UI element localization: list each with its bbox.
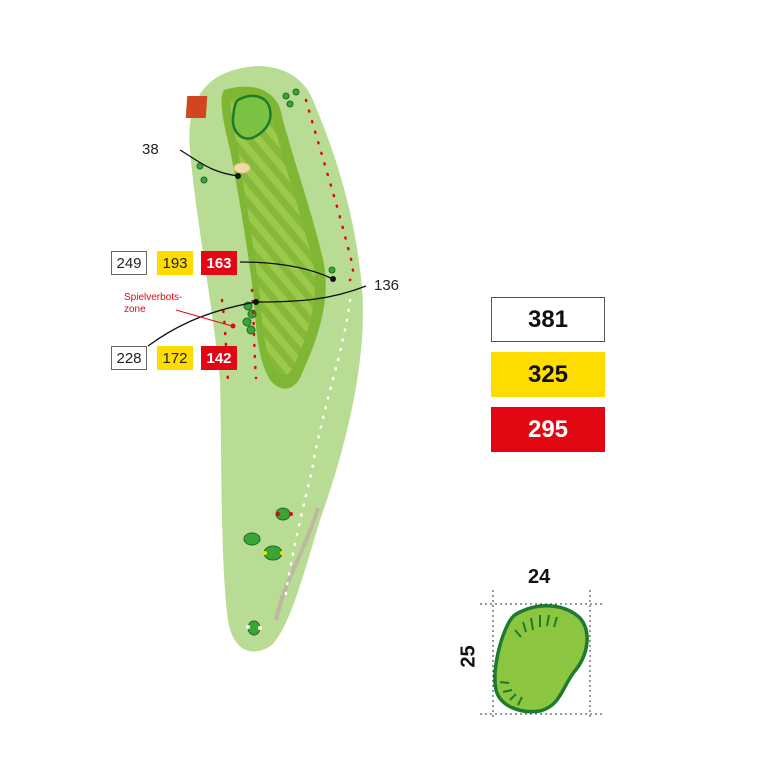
marker-1-yellow-distance: 193 <box>157 251 193 275</box>
hole-green <box>231 94 272 140</box>
red-dotted-boundary-right <box>304 98 355 282</box>
leader-lines <box>147 149 367 347</box>
zone-leader <box>175 309 233 327</box>
marker-2-red-distance: 142 <box>201 346 237 370</box>
marker-2-white-distance: 228 <box>111 346 147 370</box>
tee-markers <box>263 551 284 555</box>
hole-length-white: 381 <box>491 297 605 342</box>
red-dotted-boundary-left <box>220 288 258 382</box>
marker-2-yellow-distance: 172 <box>157 346 193 370</box>
cart-path <box>274 507 320 621</box>
fairway-stripes <box>230 97 316 376</box>
hole-length-yellow: 325 <box>491 352 605 397</box>
green-width-label: 24 <box>528 566 551 588</box>
bunker-distance-label: 38 <box>142 141 159 158</box>
white-dotted-line <box>283 298 352 602</box>
marker-1-red-distance: 163 <box>201 251 237 275</box>
tree-icons <box>196 88 336 636</box>
right-marker-label: 136 <box>374 277 400 294</box>
marker-1-white-distance: 249 <box>111 251 147 275</box>
green-detail <box>480 590 602 720</box>
clubhouse-icon <box>185 96 208 118</box>
bunker-icon <box>233 162 251 174</box>
out-of-bounds-zone-label: Spielverbots- zone <box>124 292 183 315</box>
hole-length-red: 295 <box>491 407 605 452</box>
green-depth-label: 25 <box>457 645 480 668</box>
